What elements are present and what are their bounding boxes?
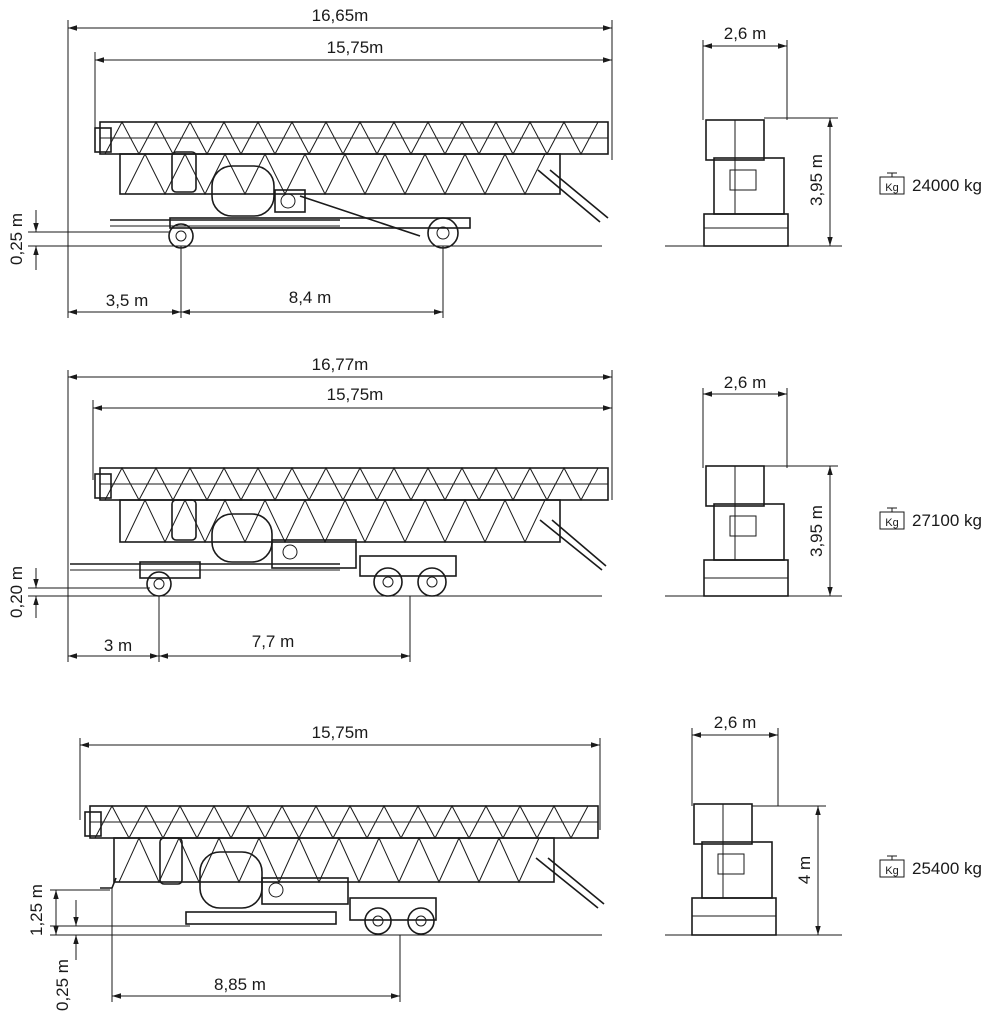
end-width-label: 2,6 m [714,713,757,732]
crane-side-profile [70,466,609,597]
config-3-end-view: 2,6 m 4 m [665,713,842,936]
end-height-label: 3,95 m [807,505,826,557]
config-1-weight: Kg 24000 kg [879,172,982,195]
svg-text:Kg: Kg [885,865,898,877]
config-3-side-view: 15,75m 1,25 m [27,723,605,1011]
crane-end-profile [691,803,777,936]
wheelbase-label: 8,4 m [289,288,332,307]
jib-length-label: 15,75m [327,38,384,57]
config-2-side-view: 16,77m 15,75m [7,355,613,662]
end-width-label: 2,6 m [724,24,767,43]
weight-kg-icon: Kg [879,507,905,530]
upper-height-label: 1,25 m [27,884,46,936]
weight-kg-icon: Kg [879,172,905,195]
config-1-end-view: 2,6 m 3,95 m [665,24,842,247]
svg-text:Kg: Kg [885,182,898,194]
end-height-label: 3,95 m [807,154,826,206]
height-offset-label: 0,25 m [7,213,26,265]
config-2-end-view: 2,6 m 3,95 m [665,373,842,597]
weight-kg-icon: Kg [879,855,905,878]
config-2-weight: Kg 27100 kg [879,507,982,530]
wheelbase-label: 8,85 m [214,975,266,994]
weight-value: 25400 kg [912,859,982,878]
end-width-label: 2,6 m [724,373,767,392]
crane-end-profile [703,119,789,247]
crane-side-profile [84,804,605,935]
jib-length-label: 15,75m [327,385,384,404]
config-1-side-view: 16,65m 15,75m [7,6,613,318]
svg-text:Kg: Kg [885,517,898,529]
overall-length-label: 16,65m [312,6,369,25]
weight-value: 24000 kg [912,176,982,195]
jib-length-label: 15,75m [312,723,369,742]
front-overhang-label: 3,5 m [106,291,149,310]
overall-length-label: 16,77m [312,355,369,374]
crane-end-profile [703,465,789,597]
height-offset-label: 0,20 m [7,566,26,618]
end-height-label: 4 m [795,856,814,884]
crane-side-profile [94,120,609,249]
weight-value: 27100 kg [912,511,982,530]
config-3-weight: Kg 25400 kg [879,855,982,878]
front-overhang-label: 3 m [104,636,132,655]
wheelbase-label: 7,7 m [252,632,295,651]
height-offset-label: 0,25 m [53,959,72,1011]
